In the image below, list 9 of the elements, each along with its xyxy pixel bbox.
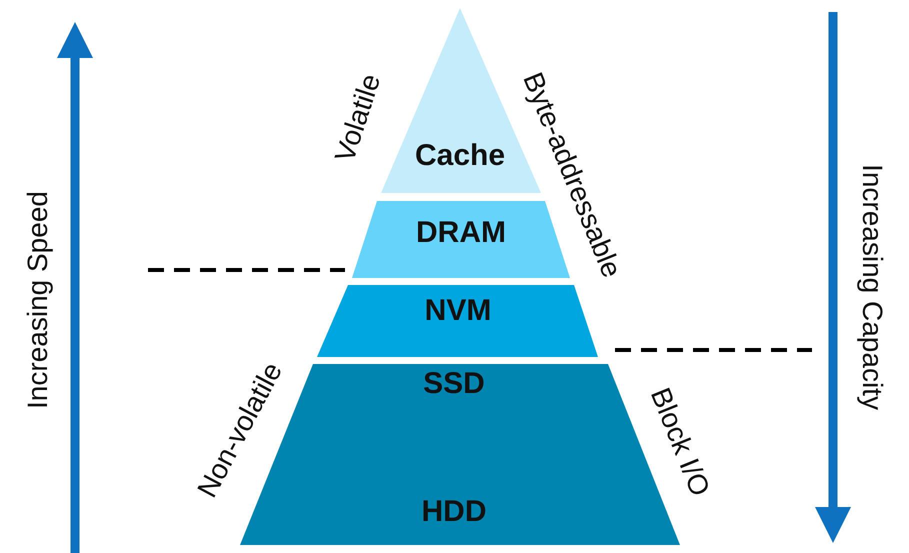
property-label: Block I/O bbox=[646, 384, 714, 500]
axis-label: Increasing Capacity bbox=[858, 164, 886, 410]
layer-label: SSD bbox=[423, 367, 485, 401]
layer-label: HDD bbox=[422, 495, 486, 529]
axis-label: Increasing Speed bbox=[24, 191, 52, 409]
layer-label: Cache bbox=[414, 139, 506, 173]
layer-label: NVM bbox=[424, 294, 492, 328]
property-label: Volatile bbox=[330, 70, 386, 166]
layer-label: DRAM bbox=[416, 216, 506, 250]
